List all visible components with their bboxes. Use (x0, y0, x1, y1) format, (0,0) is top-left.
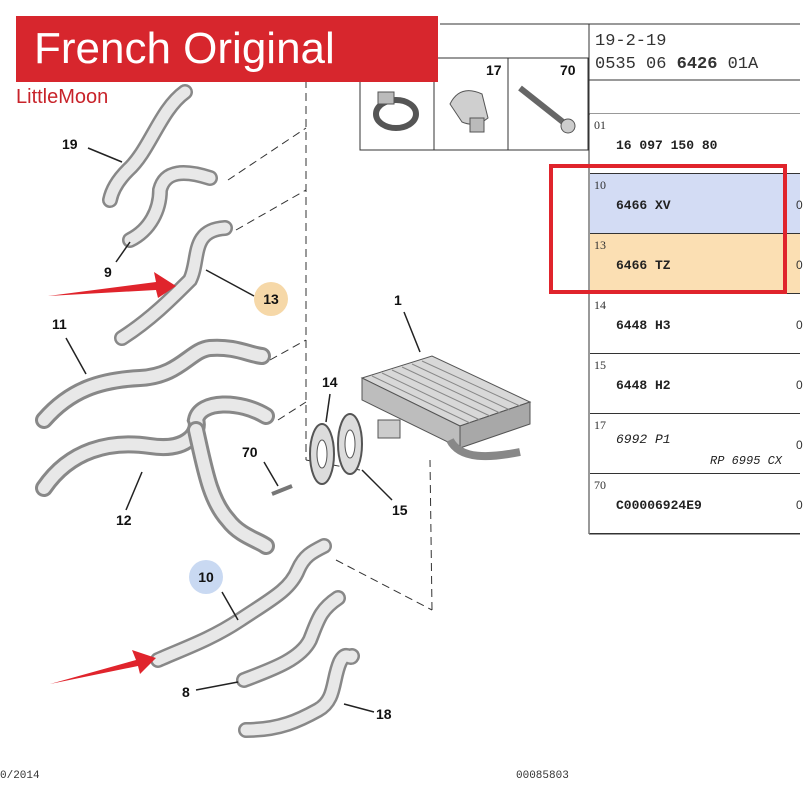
row-part-number: C00006924E9 (616, 498, 702, 513)
hose-12 (35, 395, 275, 555)
hose-clamp-icon (373, 91, 419, 131)
table-row: 17 6992 P1 RP 6995 CX 0 (590, 414, 803, 474)
hose-11 (35, 338, 271, 429)
row-number: 10 (594, 178, 606, 192)
row-part-number: 16 097 150 80 (616, 138, 718, 153)
row-trailing: 0 (796, 438, 803, 452)
callout-14: 14 (322, 374, 338, 390)
dash-lines (227, 80, 433, 611)
row-trailing: 0 (796, 258, 803, 272)
table-row: 10 6466 XV 0 (590, 174, 803, 234)
callout-70: 70 (242, 444, 258, 460)
callout-19: 19 (62, 136, 78, 152)
footer-left: 0/2014 (0, 770, 40, 782)
row-part-number: 6448 H3 (616, 318, 671, 333)
callout-18: 18 (376, 706, 392, 722)
row-number: 17 (594, 418, 606, 432)
callout-12: 12 (116, 512, 132, 528)
top-part-label-17: 17 (486, 62, 502, 78)
row-trailing: 0 (796, 498, 803, 512)
callout-1: 1 (394, 292, 402, 308)
row-number: 01 (594, 118, 606, 132)
row-part-number: 6992 P1 (616, 432, 671, 447)
callout-15: 15 (392, 502, 408, 518)
hose-9 (122, 165, 218, 248)
connector-icon (449, 90, 489, 133)
hose-18 (238, 647, 360, 738)
bolt-70 (271, 484, 293, 496)
seal-14 (309, 423, 335, 485)
top-part-label-70: 70 (560, 62, 576, 78)
watermark-text: LittleMoon (16, 86, 109, 108)
table-row: 13 6466 TZ 0 (590, 234, 803, 294)
row-replacement: RP 6995 CX (710, 454, 783, 468)
callout-8: 8 (182, 684, 190, 700)
banner-title: French Original (34, 24, 335, 73)
row-number: 70 (594, 478, 606, 492)
seal-15 (337, 413, 363, 475)
callout-10: 10 (189, 560, 223, 594)
header-date: 19-2-19 (595, 32, 667, 51)
row-number: 15 (594, 358, 606, 372)
ref-suffix: 01A (727, 55, 759, 74)
callout-leaders (65, 147, 421, 713)
ref-bold: 6426 (676, 55, 718, 74)
callout-9: 9 (104, 264, 112, 280)
row-number: 14 (594, 298, 606, 312)
row-number: 13 (594, 238, 606, 252)
promo-banner: French Original (16, 16, 438, 82)
hose-10 (150, 538, 332, 668)
table-row: 15 6448 H2 0 (590, 354, 803, 414)
row-part-number: 6466 XV (616, 198, 671, 213)
arrow-pointer-icon (48, 272, 176, 684)
hoses (35, 84, 360, 738)
hose-8 (236, 590, 346, 688)
hose-13 (114, 220, 233, 346)
table-row: 14 6448 H3 0 (590, 294, 803, 354)
row-part-number: 6466 TZ (616, 258, 671, 273)
callout-11: 11 (52, 316, 67, 332)
ref-prefix: 0535 06 (595, 55, 667, 74)
row-trailing: 0 (796, 318, 803, 332)
row-part-number: 6448 H2 (616, 378, 671, 393)
hose-19 (102, 84, 193, 208)
row-trailing: 0 (796, 198, 803, 212)
screw-icon (518, 85, 576, 134)
highlight-frame (549, 164, 787, 294)
header-reference: 0535 06 6426 01A (595, 55, 758, 74)
callout-13: 13 (254, 282, 288, 316)
row-trailing: 0 (796, 378, 803, 392)
footer-right: 00085803 (516, 770, 569, 782)
heater-radiator-icon (360, 355, 532, 461)
